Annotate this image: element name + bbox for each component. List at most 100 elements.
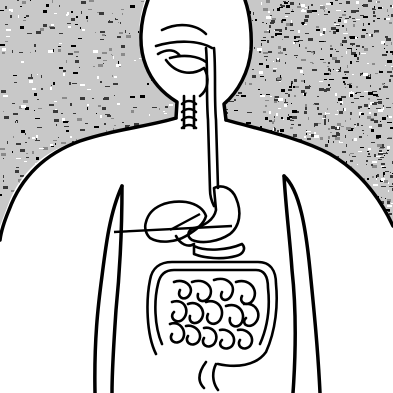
noise-speck [359,52,360,55]
noise-speck [51,85,52,86]
noise-speck [273,9,274,11]
noise-speck [341,56,343,57]
noise-speck [377,174,379,177]
noise-speck [391,44,392,45]
noise-speck [372,176,374,178]
noise-speck [280,129,284,132]
noise-speck [275,29,280,31]
noise-speck [382,83,384,85]
noise-speck [359,116,360,118]
noise-speck [286,5,290,8]
noise-speck [307,10,312,13]
noise-speck [100,31,105,33]
noise-speck [112,75,113,77]
noise-speck [350,118,351,120]
noise-speck [259,63,263,65]
noise-speck [88,9,92,10]
noise-speck [345,87,346,88]
noise-speck [386,18,390,20]
noise-speck [112,55,113,56]
noise-speck [339,3,342,4]
noise-speck [368,108,370,109]
noise-speck [349,95,350,97]
noise-speck [372,63,375,65]
noise-speck [375,32,379,33]
noise-speck [346,51,347,54]
noise-speck [304,136,306,138]
noise-speck [32,137,35,139]
noise-speck [367,151,369,152]
noise-speck [373,94,378,96]
noise-speck [38,108,42,109]
noise-speck [376,135,381,138]
noise-speck [291,11,294,12]
noise-speck [28,137,30,139]
noise-speck [18,15,19,18]
noise-speck [330,54,332,57]
noise-speck [373,20,375,22]
noise-speck [276,113,278,116]
noise-speck [368,92,373,95]
noise-speck [289,86,292,88]
noise-speck [282,39,283,40]
noise-speck [356,92,361,93]
noise-speck [383,153,388,154]
noise-speck [378,7,382,9]
noise-speck [4,116,9,119]
noise-speck [298,124,301,126]
noise-speck [290,127,293,129]
noise-speck [264,31,269,33]
noise-speck [102,107,106,110]
noise-speck [374,154,376,157]
noise-speck [96,113,97,114]
noise-speck [79,67,80,68]
noise-speck [115,18,116,20]
noise-speck [266,94,270,95]
noise-speck [351,49,352,52]
noise-speck [112,13,113,14]
noise-speck [26,153,28,154]
noise-speck [30,52,31,53]
noise-speck [73,72,78,74]
noise-speck [278,101,279,102]
noise-speck [59,43,62,44]
noise-speck [68,121,69,122]
noise-speck [5,41,8,42]
noise-speck [356,61,359,62]
noise-speck [380,157,384,158]
noise-speck [368,23,370,25]
noise-speck [383,107,384,110]
noise-speck [268,51,272,53]
noise-speck [344,108,346,111]
noise-speck [362,29,366,31]
noise-speck [105,86,110,87]
noise-speck [329,79,334,80]
noise-speck [97,76,99,79]
noise-speck [20,175,24,177]
noise-speck [308,6,309,9]
noise-speck [103,63,104,64]
noise-speck [322,118,325,119]
noise-speck [372,161,377,163]
noise-speck [270,96,272,97]
noise-speck [259,71,263,74]
noise-speck [75,24,78,25]
noise-speck [70,103,72,106]
noise-speck [363,23,364,26]
noise-speck [335,49,336,50]
noise-speck [360,147,364,148]
noise-speck [344,71,349,73]
noise-speck [326,3,331,5]
noise-speck [305,104,307,107]
noise-speck [370,85,371,87]
noise-speck [152,107,157,108]
noise-speck [343,33,348,34]
noise-speck [384,85,385,86]
noise-speck [358,8,359,9]
noise-speck [339,17,342,18]
noise-speck [331,27,336,30]
noise-speck [330,70,331,72]
noise-speck [347,84,351,85]
noise-speck [257,48,262,51]
noise-speck [281,89,285,92]
